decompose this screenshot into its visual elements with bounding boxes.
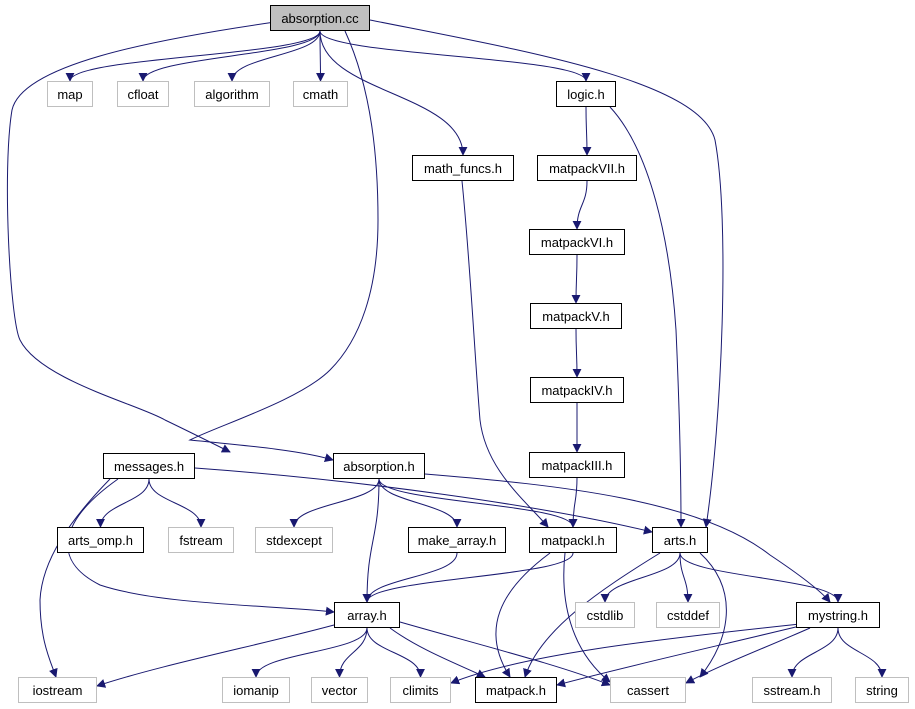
edge-messages-h-to-fstream (148, 478, 206, 528)
edge-mystring-h-to-cassert (685, 627, 811, 684)
node-matpackvi-h[interactable]: matpackVI.h (529, 229, 625, 255)
node-cassert[interactable]: cassert (610, 677, 686, 703)
edge-absorption-cc-to-arts-h (369, 19, 724, 528)
edge-mystring-h-to-climits (450, 623, 801, 685)
edge-arts-h-to-cstddef (679, 552, 693, 603)
edge-absorption-cc-to-cfloat (138, 30, 321, 82)
edge-logic-h-to-arts-h (609, 106, 686, 528)
edge-array-h-to-climits (366, 627, 425, 678)
edge-absorption-h-to-stdexcept (289, 478, 380, 528)
node-arts-h[interactable]: arts.h (652, 527, 708, 553)
edge-arts-h-to-mystring-h (679, 552, 843, 603)
edge-absorption-cc-to-algorithm (227, 30, 321, 82)
node-matpackv-h[interactable]: matpackV.h (530, 303, 622, 329)
edge-messages-h-to-arts-omp-h (96, 478, 150, 528)
edge-array-h-to-cassert (399, 621, 611, 687)
edge-absorption-cc-to-logic-h (319, 30, 591, 82)
node-map[interactable]: map (47, 81, 93, 107)
edge-absorption-cc-to-math-funcs-h (319, 30, 468, 156)
edge-array-h-to-iostream (96, 624, 335, 688)
edge-messages-h-to-arts-h (194, 467, 653, 535)
node-logic-h[interactable]: logic.h (556, 81, 616, 107)
node-matpacki-h[interactable]: matpackI.h (529, 527, 617, 553)
node-cstdlib[interactable]: cstdlib (575, 602, 635, 628)
edge-math-funcs-h-to-matpackI-h (461, 180, 549, 528)
node-matpackvii-h[interactable]: matpackVII.h (537, 155, 637, 181)
edge-messages-h-to-array-h (67, 478, 335, 616)
edge-absorption-h-to-array-h (362, 478, 380, 603)
node-math-funcs-h[interactable]: math_funcs.h (412, 155, 514, 181)
node-mystring-h[interactable]: mystring.h (796, 602, 880, 628)
node-array-h[interactable]: array.h (334, 602, 400, 628)
edge-mystring-h-to-matpack-h (556, 625, 801, 688)
node-cstddef[interactable]: cstddef (656, 602, 720, 628)
node-absorption-h[interactable]: absorption.h (333, 453, 425, 479)
edge-absorption-cc-to-map (65, 30, 321, 82)
edge-absorption-h-to-make-array-h (378, 478, 462, 528)
node-messages-h[interactable]: messages.h (103, 453, 195, 479)
edge-array-h-to-vector (335, 627, 368, 678)
edge-arts-h-to-cassert (699, 552, 727, 678)
edge-matpackI-h-to-cassert (563, 552, 611, 683)
node-climits[interactable]: climits (390, 677, 451, 703)
node-stdexcept[interactable]: stdexcept (255, 527, 333, 553)
edge-matpackVI-h-to-matpackV-h (571, 254, 581, 304)
edge-matpackVII-h-to-matpackVI-h (572, 180, 588, 230)
edge-matpackV-h-to-matpackIV-h (572, 328, 582, 378)
edge-array-h-to-iomanip (251, 627, 368, 678)
edge-make-array-h-to-array-h (362, 552, 458, 603)
edge-absorption-h-to-matpackI-h (378, 478, 578, 528)
node-absorption-cc[interactable]: absorption.cc (270, 5, 370, 31)
edge-matpackI-h-to-matpack-h (495, 552, 551, 678)
node-iostream[interactable]: iostream (18, 677, 97, 703)
node-matpackiii-h[interactable]: matpackIII.h (529, 452, 625, 478)
node-sstream-h[interactable]: sstream.h (752, 677, 832, 703)
edge-absorption-cc-to-absorption-h (188, 30, 379, 462)
edge-absorption-cc-to-messages-h (6, 21, 276, 453)
node-cmath[interactable]: cmath (293, 81, 348, 107)
edge-messages-h-to-iostream (39, 478, 111, 678)
edge-mystring-h-to-sstream-h (787, 627, 839, 678)
edge-matpackI-h-to-array-h (362, 552, 574, 603)
node-cfloat[interactable]: cfloat (117, 81, 169, 107)
edge-mystring-h-to-string (837, 627, 887, 678)
node-arts-omp-h[interactable]: arts_omp.h (57, 527, 144, 553)
node-make-array-h[interactable]: make_array.h (408, 527, 506, 553)
node-iomanip[interactable]: iomanip (222, 677, 290, 703)
edge-matpackIII-h-to-matpackI-h (568, 477, 578, 528)
edge-absorption-h-to-mystring-h (424, 473, 831, 603)
node-string[interactable]: string (855, 677, 909, 703)
node-algorithm[interactable]: algorithm (194, 81, 270, 107)
node-vector[interactable]: vector (311, 677, 368, 703)
node-matpack-h[interactable]: matpack.h (475, 677, 557, 703)
node-fstream[interactable]: fstream (168, 527, 234, 553)
edge-logic-h-to-matpackVII-h (582, 106, 592, 156)
edge-arts-h-to-cstdlib (600, 552, 681, 603)
node-matpackiv-h[interactable]: matpackIV.h (530, 377, 624, 403)
edge-array-h-to-matpack-h (389, 627, 486, 678)
